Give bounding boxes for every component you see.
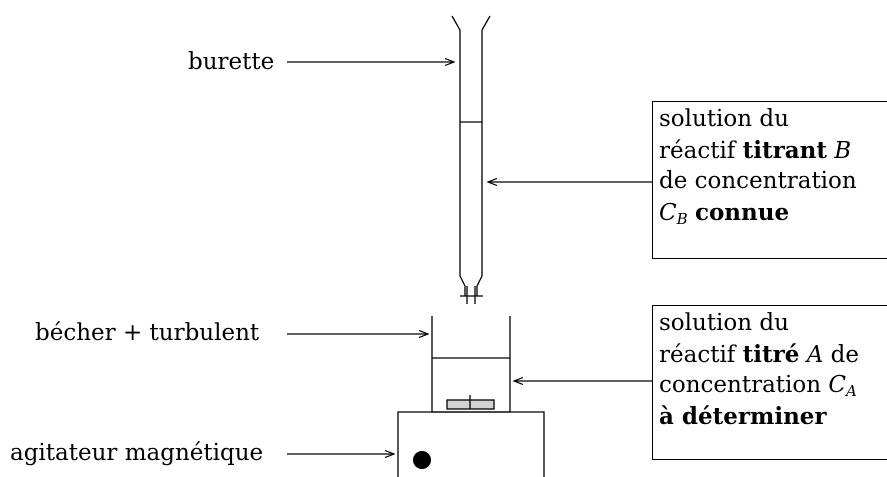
titrant-line-1: solution du bbox=[659, 106, 789, 132]
titre-var: A bbox=[806, 342, 824, 368]
titrant-line-3: de concentration bbox=[659, 168, 857, 194]
titrant-var: B bbox=[834, 138, 852, 164]
titre-line-4: à déterminer bbox=[659, 401, 887, 432]
label-becher: bécher + turbulent bbox=[35, 320, 260, 346]
titrant-line-2-pre: réactif bbox=[659, 138, 743, 164]
titre-a-determiner: à déterminer bbox=[659, 403, 827, 430]
titre-line-2-pre: réactif bbox=[659, 342, 743, 368]
label-agitateur: agitateur magnétique bbox=[10, 440, 264, 466]
stirrer-knob bbox=[413, 451, 431, 469]
titre-line-3: concentration CA bbox=[659, 370, 887, 401]
burette-tube bbox=[451, 15, 491, 304]
titre-solution-box: solution du réactif titré A de concentra… bbox=[652, 305, 887, 460]
titre-line-1: solution du bbox=[659, 310, 789, 336]
magnetic-stirrer bbox=[397, 411, 545, 477]
titrant-solution-box: solution du réactif titrant B de concent… bbox=[652, 101, 887, 259]
titrant-conc-var: C bbox=[659, 200, 677, 226]
titre-line-3-pre: concentration bbox=[659, 372, 829, 398]
titre-conc-var: C bbox=[828, 372, 846, 398]
titrant-line-2: réactif titrant B bbox=[659, 135, 887, 166]
label-burette: burette bbox=[188, 49, 275, 75]
titrant-connue: connue bbox=[694, 199, 790, 226]
titre-line-2: réactif titré A de bbox=[659, 339, 887, 370]
titrant-word: titrant bbox=[742, 137, 827, 164]
beaker bbox=[431, 316, 511, 413]
titrant-conc-sub: B bbox=[676, 210, 688, 228]
titre-line-2-post: de bbox=[823, 342, 859, 368]
titre-conc-sub: A bbox=[845, 382, 857, 400]
titrant-line-4: CB connue bbox=[659, 197, 887, 228]
titre-word: titré bbox=[742, 341, 800, 368]
